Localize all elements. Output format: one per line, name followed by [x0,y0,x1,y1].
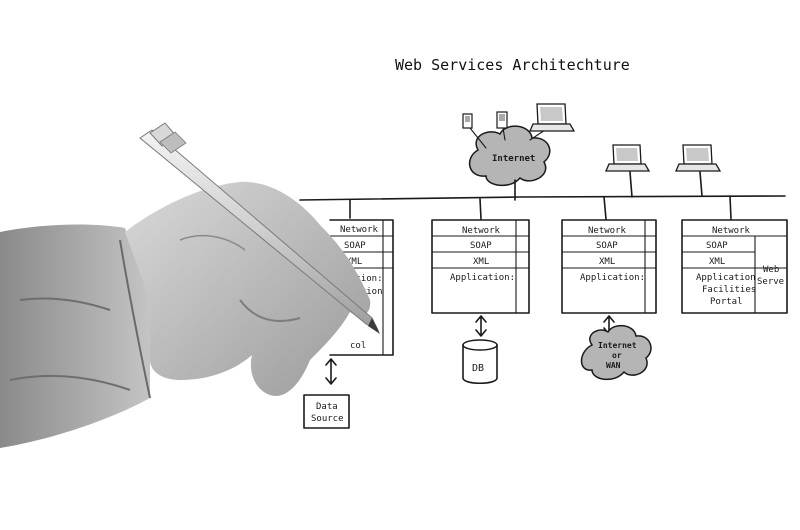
stack-2-row-application: Application: [450,273,515,283]
stack-3-row-xml: XML [599,257,615,267]
arm-sleeve [0,224,151,448]
protocol-stack-2: Network SOAP XML Application: [431,198,530,337]
protocol-stack-3: Network SOAP XML Application: [561,196,657,335]
stack-3-row-soap: SOAP [596,241,618,251]
phone-icon [496,111,508,129]
stack-4-side-web: Web [763,265,779,275]
stack-4-row-network: Network [712,226,751,236]
stack-4-row-portal: Portal [710,297,743,307]
pen [139,122,380,334]
laptop-icon [675,144,722,197]
wan-label-1: Internet [598,341,637,350]
phone-icon [462,113,473,129]
protocol-stack-4: Network SOAP XML Application Facilities … [681,195,788,314]
laptop-icon [605,144,651,198]
hand [125,181,371,396]
db-label: DB [472,363,484,374]
stack-1-row-protocol: col [350,341,366,351]
wan-label-2: or [612,351,622,360]
database-icon: DB [462,339,498,385]
stack-2-row-network: Network [462,226,501,236]
stack-1-row-application: ation: [350,274,383,284]
diagram-title: Web Services Architechture [395,56,630,74]
stack-4-side-serve: Serve [757,277,784,287]
stack-1-row-network: Network [340,225,379,235]
stack-2-row-soap: SOAP [470,241,492,251]
stack-2-row-xml: XML [473,257,489,267]
data-source-box: Data Source [303,358,350,429]
stack-4-row-application: Application [696,273,756,283]
data-source-label-2: Source [311,414,344,424]
wan-label-3: WAN [606,361,621,370]
stack-4-row-xml: XML [709,257,725,267]
laptop-icon [529,103,576,132]
stack-3-row-application: Application: [580,273,645,283]
network-backbone [299,195,786,201]
stack-1-row-soap: SOAP [344,241,366,251]
stack-3-row-network: Network [588,226,627,236]
cloud-label: Internet [492,154,535,164]
stack-4-row-soap: SOAP [706,241,728,251]
stack-1-row-xml: XML [346,257,362,267]
wan-cloud: Internet or WAN [580,324,652,381]
data-source-label-1: Data [316,402,338,412]
internet-cloud: Internet [468,125,551,201]
stack-4-row-facilities: Facilities [702,285,756,295]
